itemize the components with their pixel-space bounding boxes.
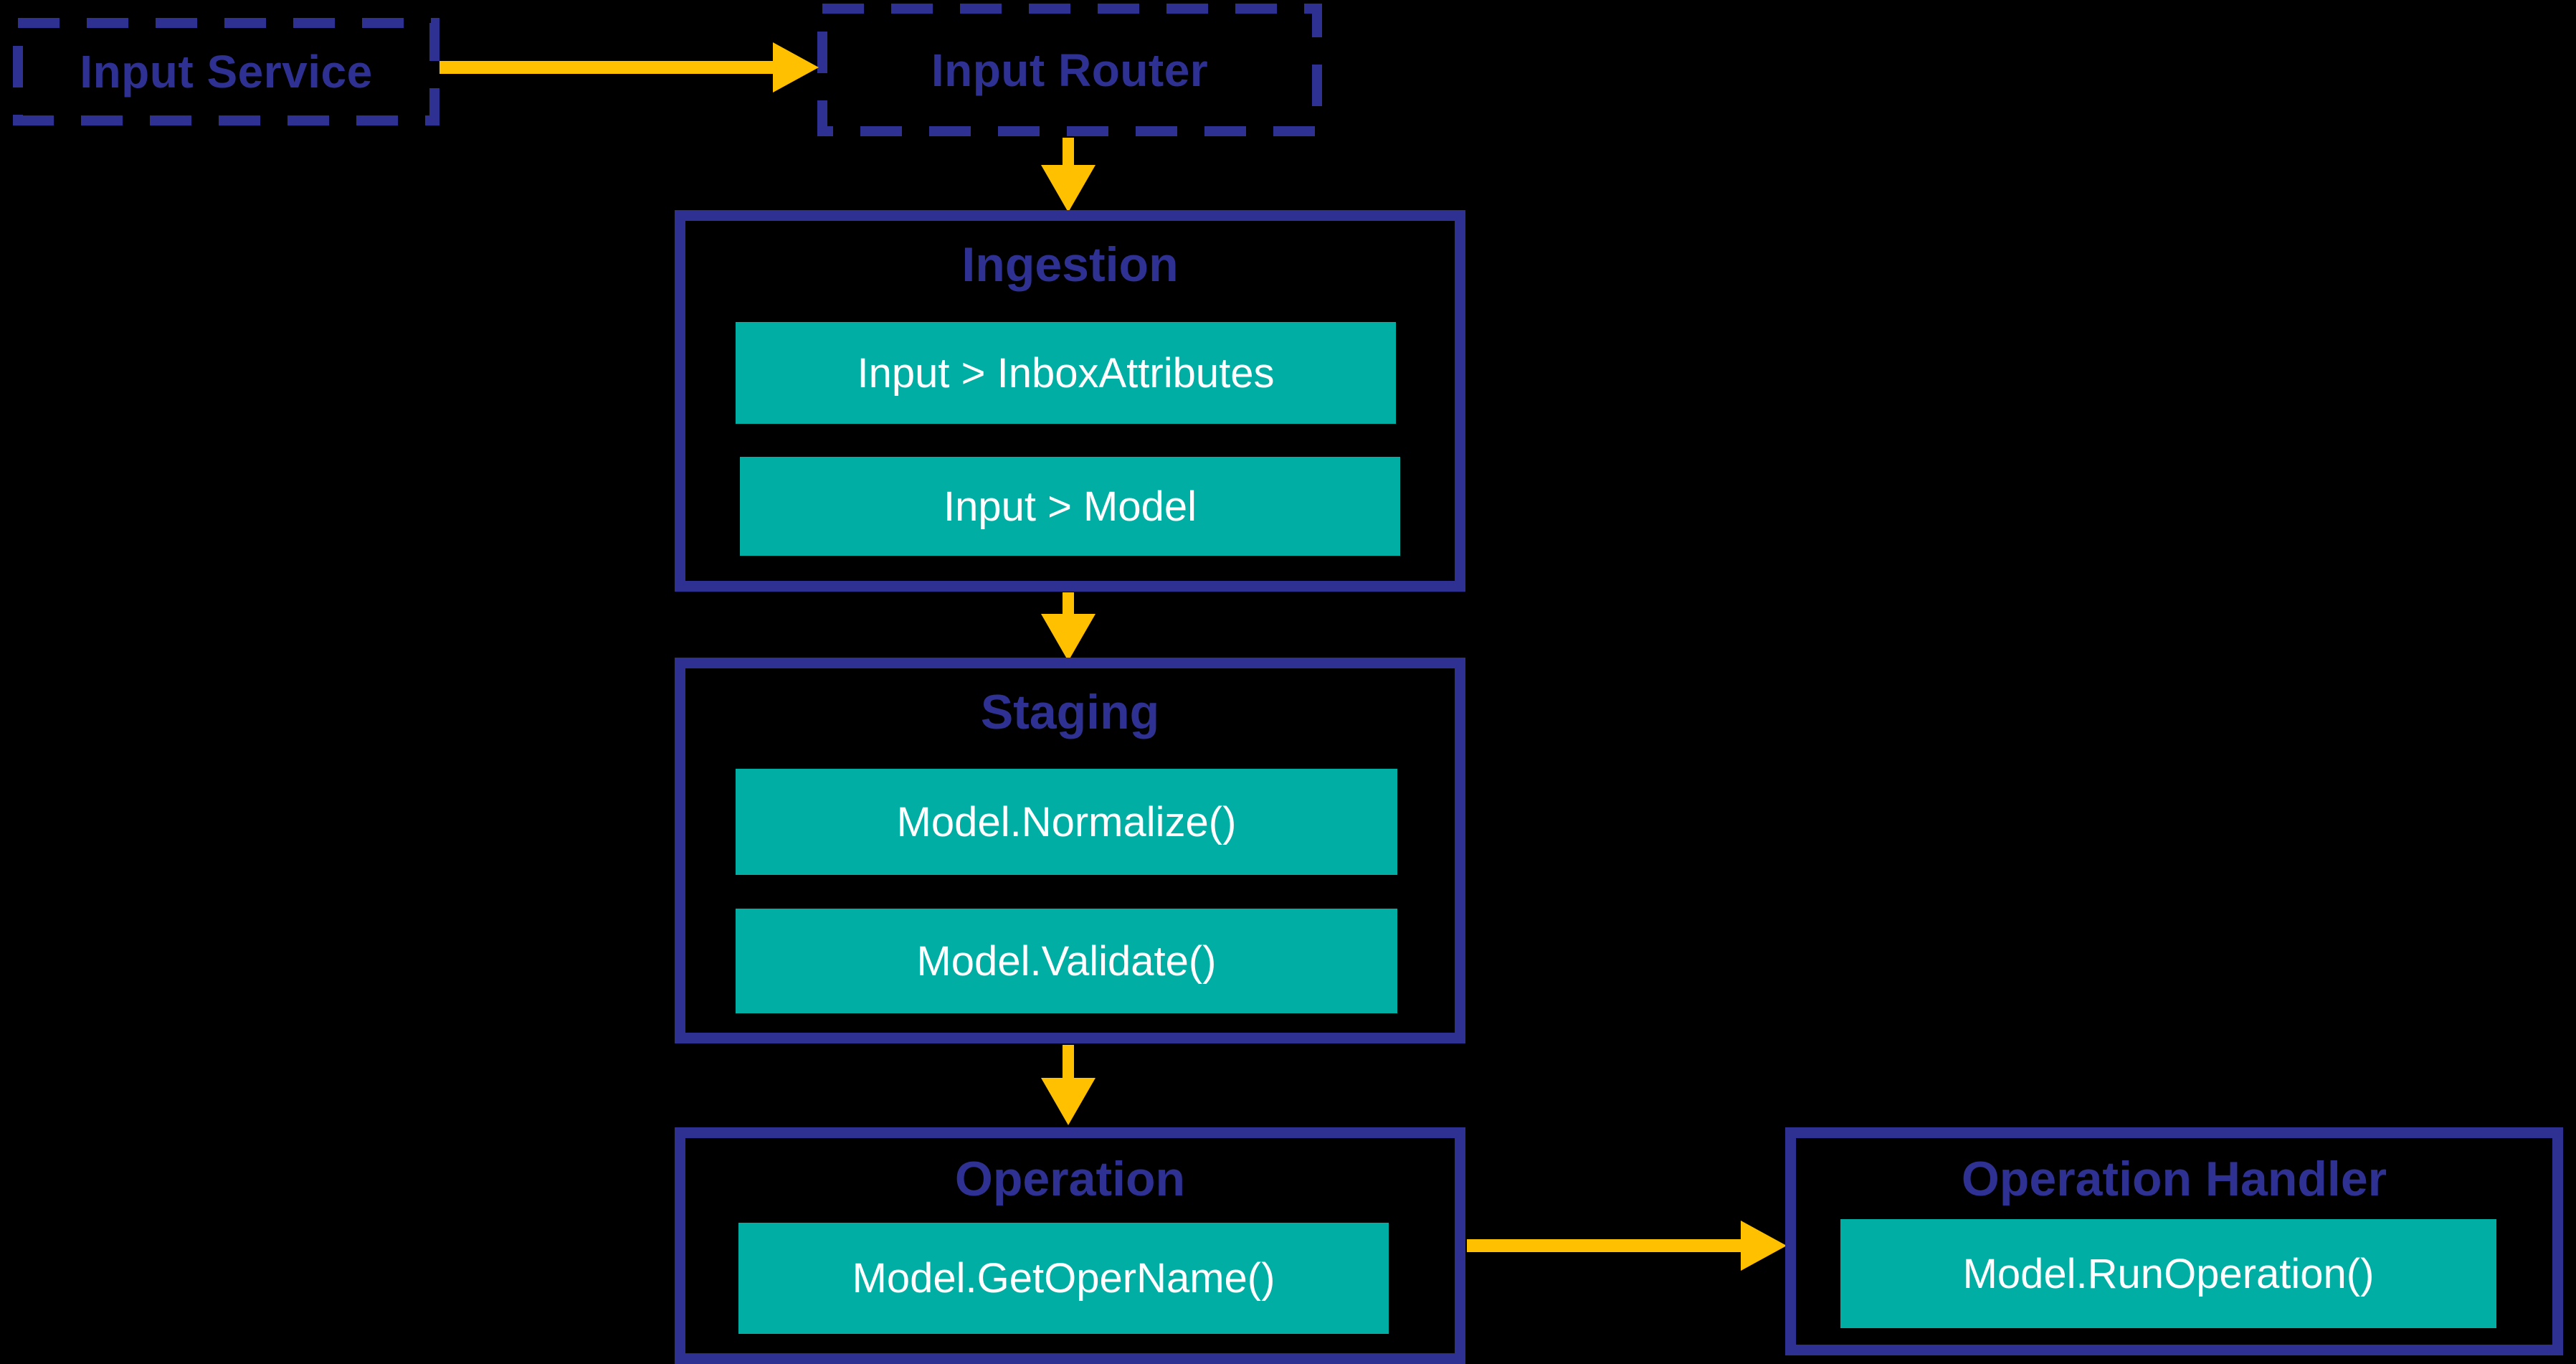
node-staging-title: Staging	[980, 685, 1160, 739]
arrow-head-right-icon	[773, 42, 819, 93]
node-operation-title: Operation	[954, 1152, 1186, 1206]
pill-model-runoperation: Model.RunOperation()	[1840, 1219, 2496, 1328]
node-ingestion: Ingestion Input > InboxAttributes Input …	[675, 210, 1465, 592]
pill-model-getopername: Model.GetOperName()	[738, 1223, 1389, 1334]
arrow-head-down-icon	[1041, 614, 1095, 661]
arrow-head-right-icon	[1741, 1221, 1787, 1271]
node-input-service-label: Input Service	[80, 46, 373, 98]
dashed-border	[13, 18, 439, 125]
arrow-shaft	[1063, 138, 1074, 166]
node-operation-handler-title: Operation Handler	[1961, 1152, 2387, 1206]
dashed-border	[817, 4, 1322, 136]
arrow-shaft	[1467, 1239, 1742, 1252]
node-staging: Staging Model.Normalize() Model.Validate…	[675, 658, 1465, 1043]
pill-model-validate: Model.Validate()	[736, 909, 1397, 1013]
arrow-shaft	[439, 61, 781, 74]
node-input-service: Input Service	[13, 18, 439, 125]
node-operation-handler: Operation Handler Model.RunOperation()	[1785, 1127, 2563, 1355]
arrow-shaft	[1063, 1045, 1074, 1079]
pill-input-inboxattributes: Input > InboxAttributes	[736, 322, 1396, 424]
node-input-router: Input Router	[817, 4, 1322, 136]
node-input-router-label: Input Router	[931, 44, 1209, 96]
pill-model-normalize: Model.Normalize()	[736, 769, 1397, 875]
arrow-head-down-icon	[1041, 165, 1095, 212]
arrow-shaft	[1063, 592, 1074, 615]
node-ingestion-title: Ingestion	[961, 237, 1179, 292]
pill-input-model: Input > Model	[740, 457, 1400, 556]
arrow-head-down-icon	[1041, 1078, 1095, 1125]
node-operation: Operation Model.GetOperName()	[675, 1127, 1465, 1364]
